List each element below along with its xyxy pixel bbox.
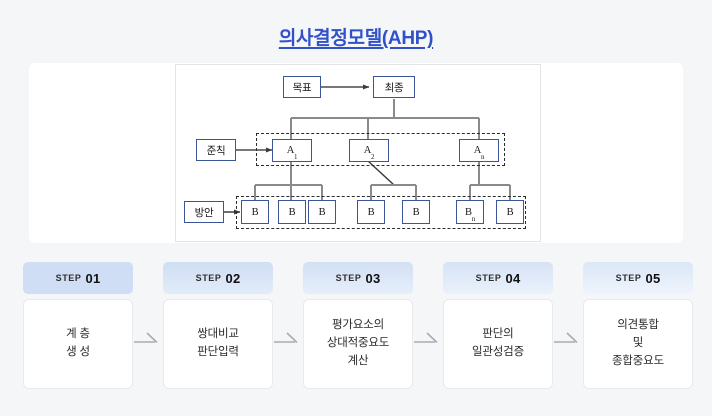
alternatives-dashed-group xyxy=(236,196,526,229)
criteria-dashed-group xyxy=(256,133,505,166)
step-card-5[interactable]: STEP 05 의견통합 및 종합중요도 xyxy=(583,262,693,389)
step-keyword-3: STEP xyxy=(335,273,362,283)
node-bn-label: B xyxy=(465,206,472,218)
node-goal[interactable]: 목표 xyxy=(283,76,321,98)
step-keyword-4: STEP xyxy=(475,273,502,283)
step-arrow-3 xyxy=(413,262,443,390)
step-arrow-4 xyxy=(553,262,583,390)
node-final-label: 최종 xyxy=(384,81,404,94)
step-arrow-2 xyxy=(273,262,303,390)
node-alt-bn[interactable]: Bn xyxy=(456,200,484,224)
node-alt-b7[interactable]: B xyxy=(496,200,524,224)
node-a2-sub: 2 xyxy=(371,153,375,162)
node-b2-label: B xyxy=(288,206,296,218)
arrow-right-icon xyxy=(414,332,438,344)
node-criterion-a2[interactable]: A2 xyxy=(349,139,389,162)
node-criteria-label[interactable]: 준칙 xyxy=(196,139,236,161)
node-alternatives-label-text: 방안 xyxy=(194,206,214,219)
node-alt-b5[interactable]: B xyxy=(402,200,430,224)
step-keyword-1: STEP xyxy=(55,273,82,283)
node-b3-label: B xyxy=(318,206,326,218)
node-alt-b1[interactable]: B xyxy=(241,200,269,224)
node-alternatives-label[interactable]: 방안 xyxy=(184,201,224,223)
node-bn-sub: n xyxy=(471,214,476,223)
node-an-sub: n xyxy=(481,153,485,162)
node-criterion-an[interactable]: An xyxy=(459,139,499,162)
step-number-1: 01 xyxy=(85,270,101,286)
node-a1-label: A xyxy=(286,145,295,156)
node-b1-label: B xyxy=(251,206,259,218)
step-body-3: 평가요소의 상대적중요도 계산 xyxy=(303,299,413,389)
step-arrow-1 xyxy=(133,262,163,390)
step-keyword-2: STEP xyxy=(195,273,222,283)
step-body-5: 의견통합 및 종합중요도 xyxy=(583,299,693,389)
node-a2-label: A xyxy=(363,145,372,156)
node-alt-b3[interactable]: B xyxy=(308,200,336,224)
node-b5-label: B xyxy=(412,206,420,218)
step-header-4: STEP 04 xyxy=(443,262,553,294)
arrow-right-icon xyxy=(274,332,298,344)
step-number-5: 05 xyxy=(645,270,661,286)
node-alt-b4[interactable]: B xyxy=(357,200,385,224)
step-number-3: 03 xyxy=(365,270,381,286)
step-card-3[interactable]: STEP 03 평가요소의 상대적중요도 계산 xyxy=(303,262,413,389)
step-number-4: 04 xyxy=(505,270,521,286)
node-criterion-a1[interactable]: A1 xyxy=(272,139,312,162)
arrow-right-icon xyxy=(554,332,578,344)
node-a1-sub: 1 xyxy=(294,153,298,162)
step-header-3: STEP 03 xyxy=(303,262,413,294)
step-number-2: 02 xyxy=(225,270,241,286)
step-card-1[interactable]: STEP 01 계 층 생 성 xyxy=(23,262,133,389)
step-keyword-5: STEP xyxy=(615,273,642,283)
step-card-2[interactable]: STEP 02 쌍대비교 판단입력 xyxy=(163,262,273,389)
steps-row: STEP 01 계 층 생 성 STEP 02 쌍대비교 판단입력 STEP 0… xyxy=(23,262,693,390)
step-header-5: STEP 05 xyxy=(583,262,693,294)
step-card-4[interactable]: STEP 04 판단의 일관성검증 xyxy=(443,262,553,389)
node-final[interactable]: 최종 xyxy=(373,76,415,98)
node-criteria-label-text: 준칙 xyxy=(206,144,226,157)
node-b4-label: B xyxy=(367,206,375,218)
node-b7-label: B xyxy=(506,206,514,218)
node-alt-b2[interactable]: B xyxy=(278,200,306,224)
step-body-1: 계 층 생 성 xyxy=(23,299,133,389)
step-header-1: STEP 01 xyxy=(23,262,133,294)
page-title: 의사결정모델(AHP) xyxy=(278,28,434,49)
arrow-right-icon xyxy=(134,332,158,344)
step-body-2: 쌍대비교 판단입력 xyxy=(163,299,273,389)
node-an-label: A xyxy=(473,145,482,156)
node-goal-label: 목표 xyxy=(292,81,312,94)
step-body-4: 판단의 일관성검증 xyxy=(443,299,553,389)
step-header-2: STEP 02 xyxy=(163,262,273,294)
